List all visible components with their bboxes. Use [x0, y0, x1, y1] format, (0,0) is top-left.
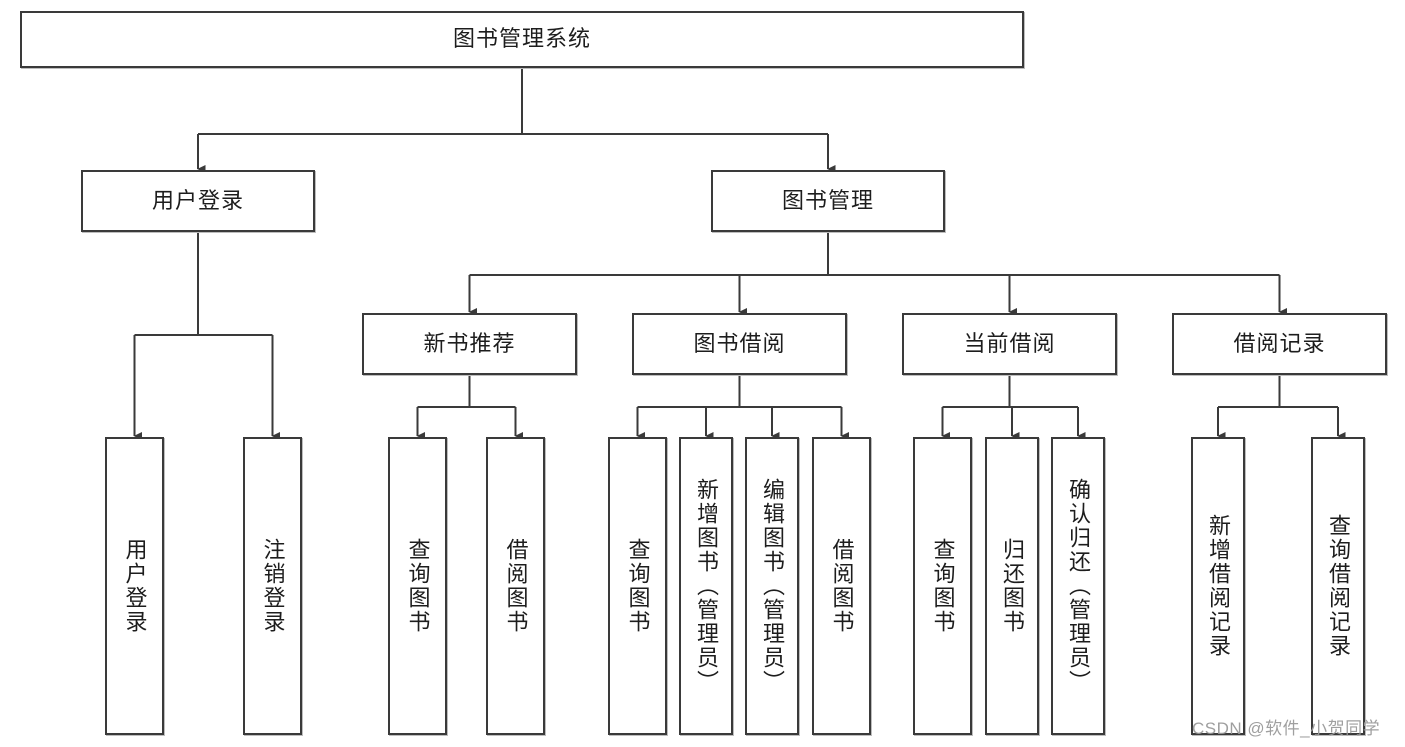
node-leaf8[interactable]: 借阅图书	[812, 437, 871, 735]
node-leaf1[interactable]: 用户登录	[105, 437, 164, 735]
node-borrow[interactable]: 图书借阅	[632, 313, 847, 375]
watermark-text: CSDN @软件_小贺同学	[1192, 719, 1381, 738]
node-label: 借阅图书	[829, 538, 855, 634]
node-label: 借阅图书	[503, 538, 529, 634]
node-label: 新书推荐	[423, 330, 516, 356]
node-leaf3[interactable]: 查询图书	[388, 437, 447, 735]
node-leaf12[interactable]: 新增借阅记录	[1191, 437, 1245, 735]
node-label: 用户登录	[151, 187, 244, 213]
node-label: 注销登录	[260, 538, 286, 634]
node-label: 确认归还（管理员）	[1065, 478, 1091, 694]
node-label: 图书借阅	[693, 330, 786, 356]
node-root[interactable]: 图书管理系统	[20, 11, 1024, 68]
node-login[interactable]: 用户登录	[81, 170, 315, 232]
node-leaf2[interactable]: 注销登录	[243, 437, 302, 735]
node-label: 新增借阅记录	[1205, 514, 1231, 658]
node-label: 编辑图书（管理员）	[759, 478, 785, 694]
node-label: 查询图书	[930, 538, 956, 634]
node-bookmgmt[interactable]: 图书管理	[711, 170, 945, 232]
node-label: 新增图书（管理员）	[693, 478, 719, 694]
node-label: 查询图书	[405, 538, 431, 634]
edges-group	[133, 68, 1346, 441]
node-leaf6[interactable]: 新增图书（管理员）	[679, 437, 733, 735]
node-leaf9[interactable]: 查询图书	[913, 437, 972, 735]
node-leaf7[interactable]: 编辑图书（管理员）	[745, 437, 799, 735]
node-records[interactable]: 借阅记录	[1172, 313, 1387, 375]
node-label: 查询借阅记录	[1325, 514, 1351, 658]
node-leaf11[interactable]: 确认归还（管理员）	[1051, 437, 1105, 735]
node-leaf4[interactable]: 借阅图书	[486, 437, 545, 735]
node-label: 当前借阅	[963, 330, 1056, 356]
node-label: 借阅记录	[1233, 330, 1326, 356]
node-label: 查询图书	[625, 538, 651, 634]
node-label: 图书管理系统	[452, 26, 591, 52]
node-leaf10[interactable]: 归还图书	[985, 437, 1039, 735]
node-label: 用户登录	[122, 538, 148, 634]
node-label: 图书管理	[781, 187, 874, 213]
node-leaf13[interactable]: 查询借阅记录	[1311, 437, 1365, 735]
node-newbook[interactable]: 新书推荐	[362, 313, 577, 375]
node-label: 归还图书	[999, 538, 1025, 634]
node-leaf5[interactable]: 查询图书	[608, 437, 667, 735]
node-current[interactable]: 当前借阅	[902, 313, 1117, 375]
